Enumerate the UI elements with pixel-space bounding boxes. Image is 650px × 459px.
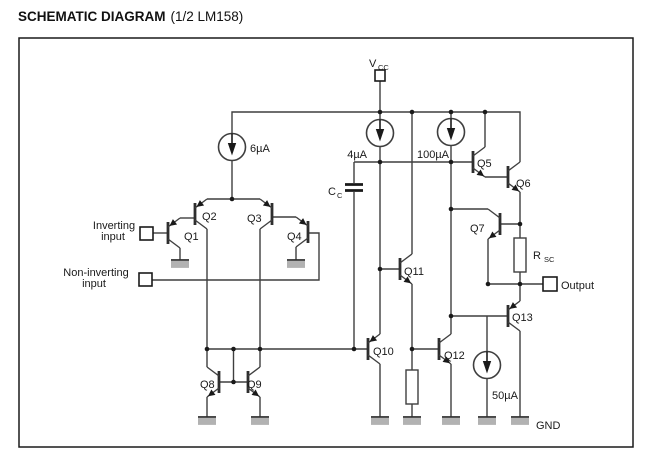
current-source-6ua-label: 6µA [250, 143, 270, 155]
ground-icon [170, 259, 190, 269]
current-source-100ua-icon [436, 117, 466, 147]
current-source-6ua-icon [217, 132, 247, 162]
vcc-label-sub: CC [378, 63, 389, 72]
current-source-4ua-label: 4µA [347, 149, 367, 161]
cap-cc-label: C [328, 186, 336, 198]
vcc-terminal [374, 69, 386, 82]
label-q11: Q11 [404, 266, 424, 278]
non-inverting-input-terminal [138, 272, 153, 287]
label-q1: Q1 [184, 231, 199, 243]
label-q6: Q6 [516, 178, 531, 190]
label-q10: Q10 [373, 346, 394, 358]
transistor-q1 [166, 216, 182, 250]
label-q9: Q9 [247, 379, 262, 391]
label-q13: Q13 [512, 312, 533, 324]
resistor-rsc [513, 237, 527, 273]
vcc-label: V [369, 58, 377, 70]
resistor-rsc-label-sub: SC [544, 255, 555, 264]
ground-icon [250, 416, 270, 426]
page-title: SCHEMATIC DIAGRAM (1/2 LM158) [18, 9, 243, 24]
transistor-q3 [258, 197, 274, 231]
current-source-4ua-icon [365, 118, 395, 148]
label-q7: Q7 [470, 223, 485, 235]
resistor-rsc-label: R [533, 250, 541, 262]
current-source-50ua-label: 50µA [492, 390, 519, 402]
current-source-50ua-icon [472, 350, 502, 380]
ground-icon [286, 259, 306, 269]
inverting-input-label-line1: Inverting [93, 220, 135, 232]
ground-symbols [170, 259, 530, 426]
current-source-100ua-label: 100µA [417, 149, 450, 161]
inverting-input-terminal [139, 226, 154, 241]
label-q5: Q5 [477, 158, 492, 170]
ground-icon [402, 416, 422, 426]
ground-icon [477, 416, 497, 426]
non-inverting-input-label-line1: Non-inverting [63, 267, 128, 279]
ground-icon [510, 416, 530, 426]
inverting-input-label-line2: input [101, 231, 125, 243]
label-q2: Q2 [202, 211, 217, 223]
transistors [166, 145, 522, 399]
label-q3: Q3 [247, 213, 262, 225]
output-terminal [542, 276, 558, 292]
ground-icon [197, 416, 217, 426]
label-q4: Q4 [287, 231, 302, 243]
resistor-q11-emitter [405, 369, 419, 405]
compensation-capacitor [345, 183, 363, 192]
title-heading: SCHEMATIC DIAGRAM [18, 9, 166, 24]
schematic-border [18, 37, 634, 448]
gnd-label: GND [536, 420, 561, 432]
cap-cc-label-sub: C [337, 191, 343, 200]
transistor-q7 [486, 207, 502, 241]
label-q8: Q8 [200, 379, 215, 391]
labels: V CC 6µA 4µA 100µA 50µA C C R SC Q1 Q2 Q… [63, 58, 594, 432]
ground-icon [441, 416, 461, 426]
label-q12: Q12 [444, 350, 465, 362]
non-inverting-input-label-line2: input [82, 278, 106, 290]
ground-icon [370, 416, 390, 426]
wires [152, 81, 543, 417]
output-label: Output [561, 280, 594, 292]
title-subtitle: (1/2 LM158) [170, 9, 244, 24]
